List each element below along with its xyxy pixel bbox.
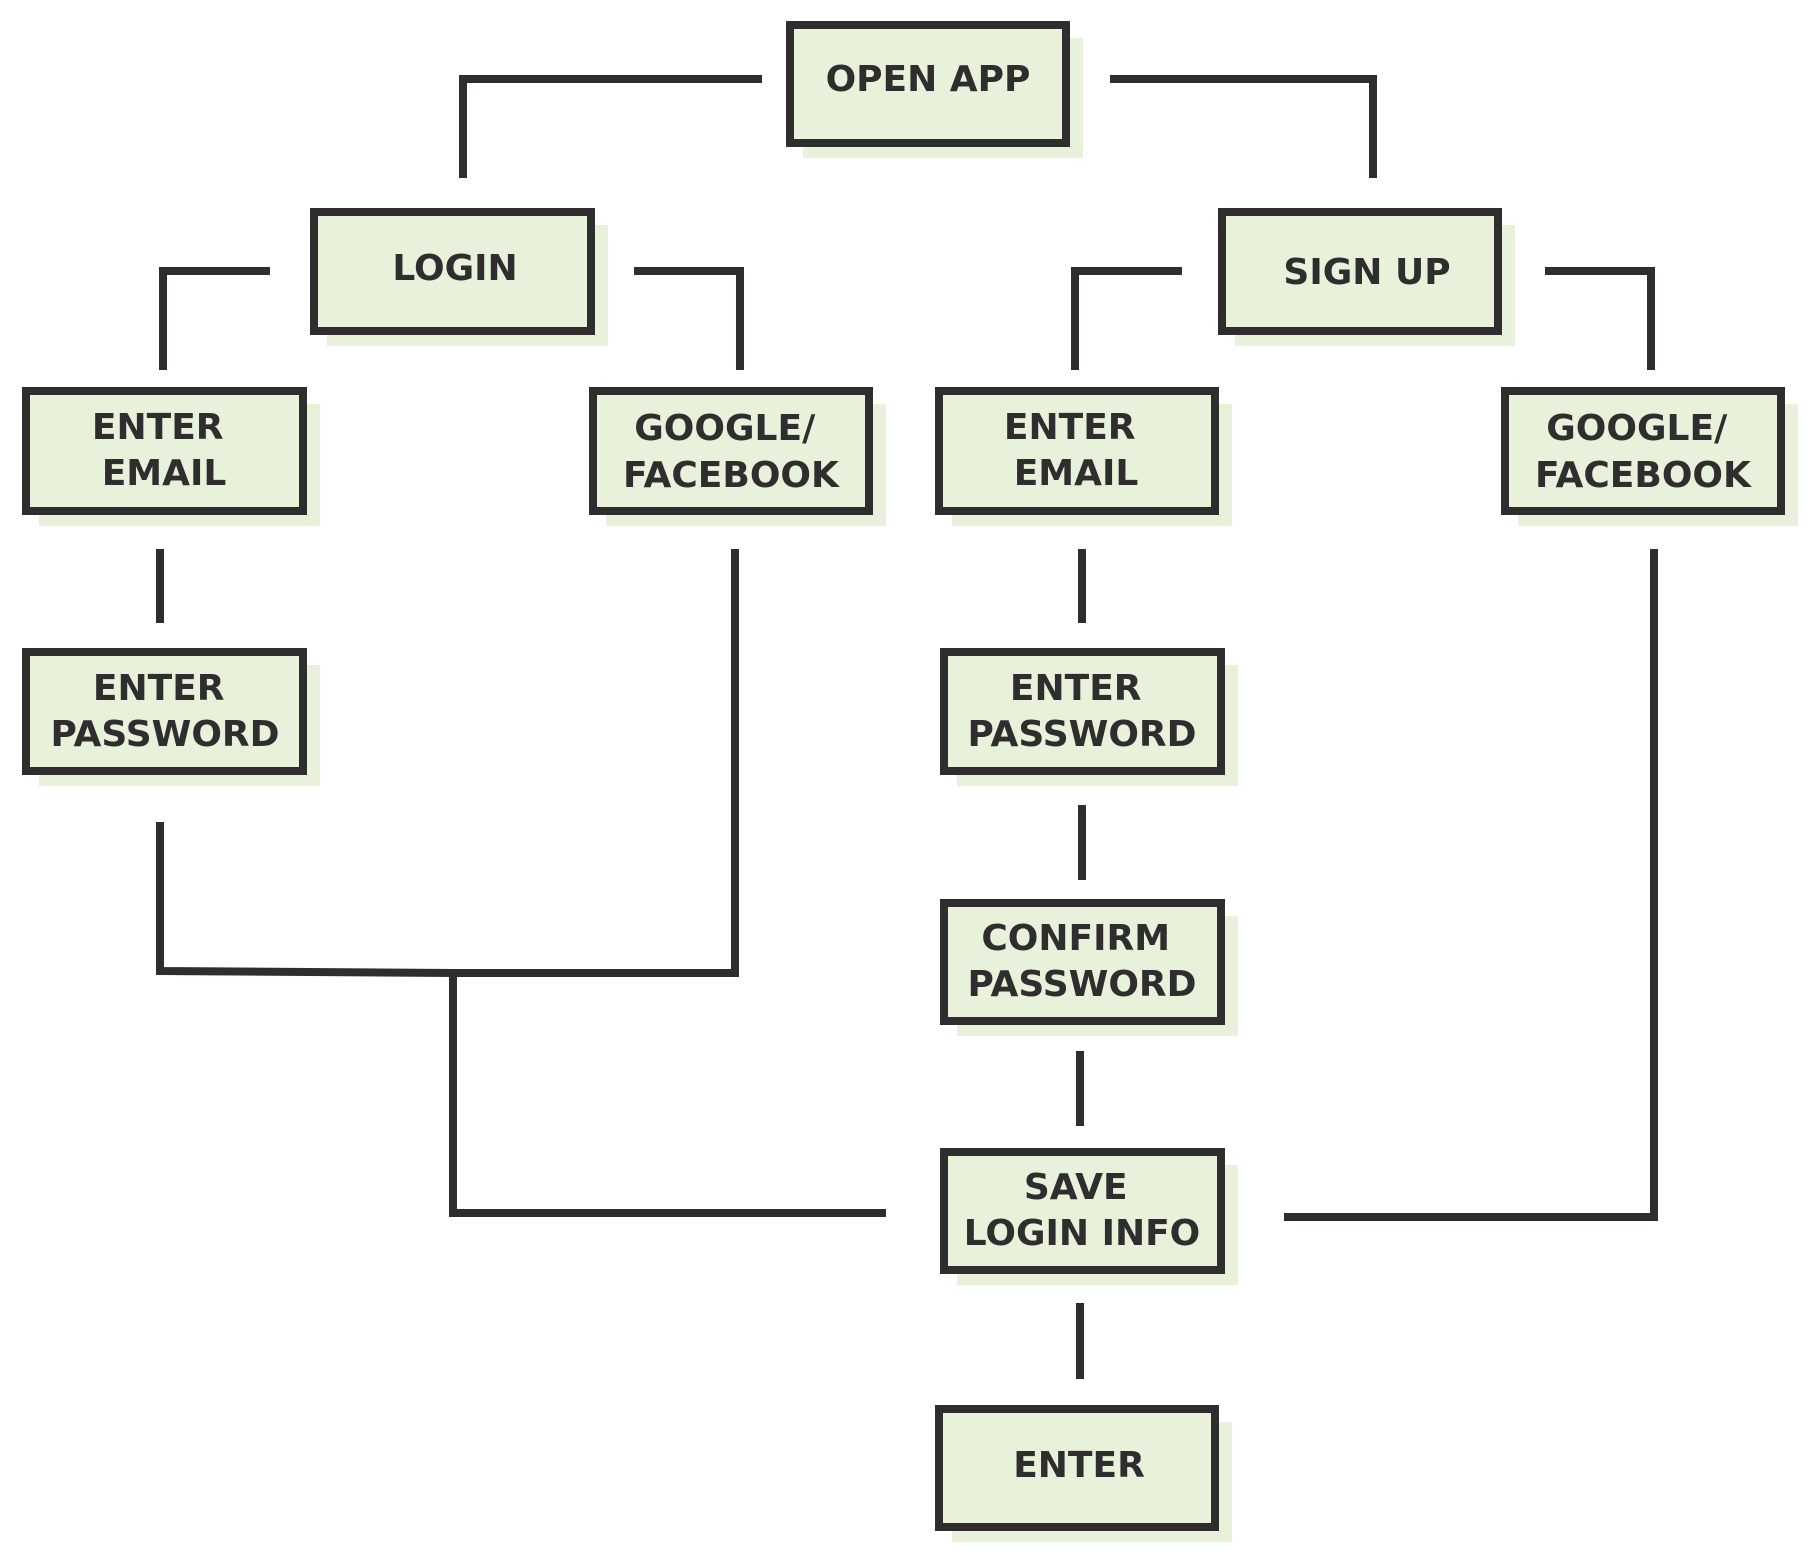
node-confirm-password: CONFIRM PASSWORD: [940, 899, 1238, 1036]
sign-up-label: SIGN UP: [1283, 252, 1450, 293]
signup-google-facebook-line-2: FACEBOOK: [1535, 455, 1752, 496]
signup-enter-email-label: ENTER EMAIL: [1004, 407, 1148, 494]
login-google-facebook-label: GOOGLE/ FACEBOOK: [623, 408, 840, 496]
confirm-password-line-1: CONFIRM: [981, 918, 1170, 959]
connector-sign-up-to-enter-email: [1071, 267, 1182, 370]
save-login-info-label: SAVE LOGIN INFO: [964, 1167, 1201, 1254]
connector-open-app-to-sign-up: [1110, 75, 1377, 178]
login-google-facebook-line-2: FACEBOOK: [623, 455, 840, 496]
connector-open-app-to-login: [459, 75, 762, 178]
node-login: LOGIN: [310, 208, 608, 346]
open-app-line-1: OPEN APP: [826, 59, 1031, 100]
login-enter-email-label: ENTER EMAIL: [92, 407, 236, 494]
connectors: [156, 75, 1658, 1379]
sign-up-line-1: SIGN UP: [1283, 252, 1450, 293]
login-enter-password-frame: [22, 648, 307, 775]
open-app-label: OPEN APP: [826, 59, 1031, 100]
node-sign-up: SIGN UP: [1218, 208, 1515, 346]
login-enter-email-line-2: EMAIL: [102, 453, 227, 494]
connector-login-password-to-merge: [156, 822, 454, 977]
signup-google-facebook-label: GOOGLE/ FACEBOOK: [1535, 408, 1752, 496]
node-login-google-facebook: GOOGLE/ FACEBOOK: [589, 387, 886, 526]
process-boxes: OPEN APP LOGIN SIGN UP ENTER EMAIL: [22, 21, 1798, 1542]
signup-enter-password-line-1: ENTER: [1010, 668, 1142, 709]
save-login-info-line-1: SAVE: [1024, 1167, 1128, 1208]
signup-enter-email-frame: [935, 387, 1219, 515]
signup-enter-password-line-2: PASSWORD: [967, 714, 1196, 755]
save-login-info-line-2: LOGIN INFO: [964, 1213, 1201, 1254]
confirm-password-frame: [940, 899, 1225, 1025]
node-save-login-info: SAVE LOGIN INFO: [940, 1148, 1238, 1285]
login-google-facebook-frame: [589, 387, 873, 515]
login-label: LOGIN: [392, 248, 517, 289]
node-signup-enter-password: ENTER PASSWORD: [940, 648, 1238, 786]
enter-line-1: ENTER: [1013, 1445, 1145, 1486]
node-open-app: OPEN APP: [786, 21, 1083, 158]
enter-frame: [935, 1405, 1219, 1531]
login-enter-password-line-2: PASSWORD: [50, 714, 279, 755]
confirm-password-line-2: PASSWORD: [967, 964, 1196, 1005]
login-enter-email-line-1: ENTER: [92, 407, 224, 448]
login-enter-password-label: ENTER PASSWORD: [50, 668, 279, 755]
login-line-1: LOGIN: [392, 248, 517, 289]
login-enter-email-frame: [22, 387, 307, 515]
connector-login-to-google-facebook: [634, 267, 744, 370]
node-login-enter-email: ENTER EMAIL: [22, 387, 320, 526]
signup-enter-email-line-1: ENTER: [1004, 407, 1136, 448]
signup-enter-password-label: ENTER PASSWORD: [967, 668, 1196, 755]
connector-login-google-facebook-to-merge: [453, 549, 739, 977]
login-frame: [310, 208, 595, 335]
login-enter-password-line-1: ENTER: [93, 668, 225, 709]
node-signup-google-facebook: GOOGLE/ FACEBOOK: [1501, 387, 1798, 526]
node-signup-enter-email: ENTER EMAIL: [935, 387, 1232, 526]
connector-sign-up-to-google-facebook: [1545, 267, 1655, 370]
connector-login-to-enter-email: [159, 267, 270, 370]
open-app-frame: [786, 21, 1070, 147]
sign-up-frame: [1218, 208, 1502, 335]
signup-enter-email-line-2: EMAIL: [1014, 453, 1139, 494]
node-login-enter-password: ENTER PASSWORD: [22, 648, 320, 786]
enter-label: ENTER: [1013, 1445, 1145, 1486]
node-enter: ENTER: [935, 1405, 1232, 1542]
connector-merge-to-save: [449, 973, 886, 1217]
save-login-info-frame: [940, 1148, 1225, 1274]
signup-google-facebook-frame: [1501, 387, 1785, 515]
signup-enter-password-frame: [940, 648, 1225, 775]
signup-google-facebook-line-1: GOOGLE/: [1546, 408, 1728, 449]
connector-signup-google-facebook-to-save: [1284, 549, 1658, 1221]
confirm-password-label: CONFIRM PASSWORD: [967, 918, 1196, 1005]
login-google-facebook-line-1: GOOGLE/: [634, 408, 816, 449]
